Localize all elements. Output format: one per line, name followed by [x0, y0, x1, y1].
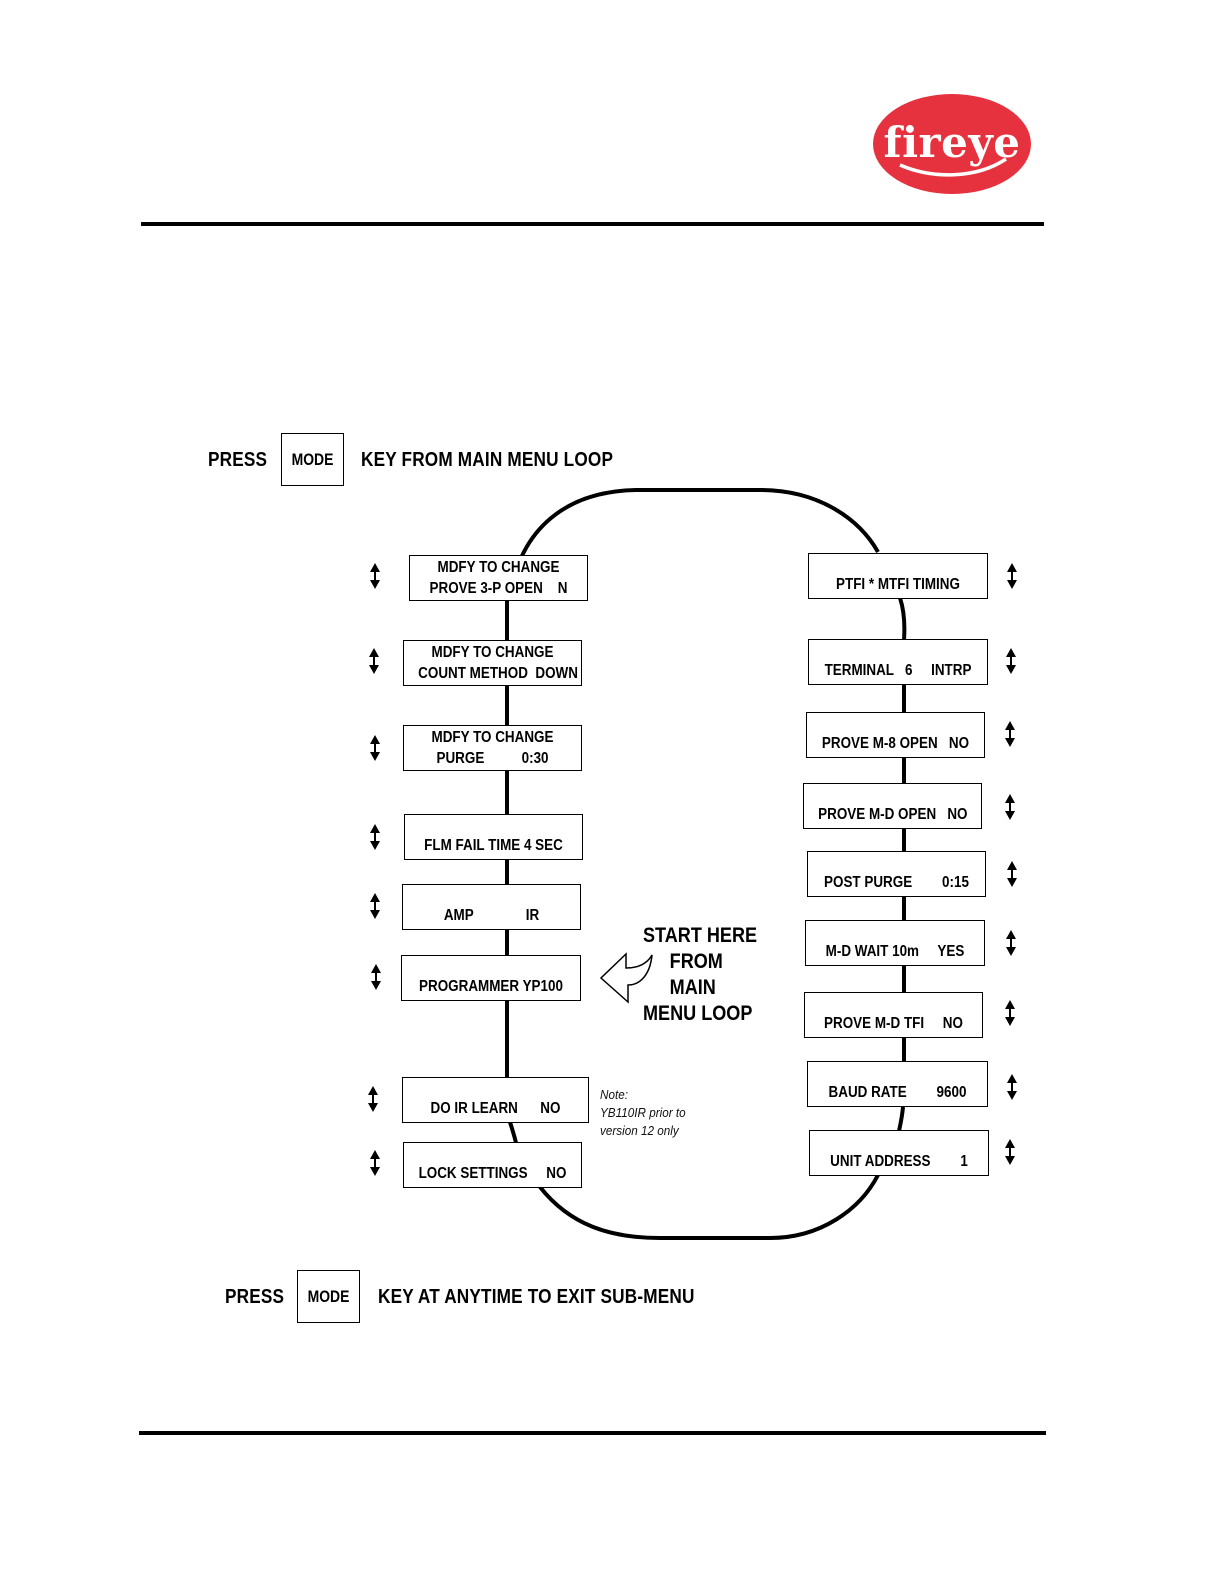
- mode-key-bottom[interactable]: MODE: [297, 1270, 360, 1323]
- start-line2: FROM: [669, 950, 723, 973]
- up-down-arrow-icon[interactable]: [366, 1085, 380, 1113]
- up-down-arrow-icon[interactable]: [368, 562, 382, 590]
- note-line2: YB110IR prior to: [600, 1105, 686, 1120]
- start-line1: START HERE: [643, 924, 758, 947]
- up-down-arrow-icon[interactable]: [368, 892, 382, 920]
- menu-item-text: DO IR LEARN NO: [430, 1100, 561, 1117]
- menu-item-md-wait[interactable]: M-D WAIT 10m YES: [805, 920, 985, 966]
- menu-item-text: AMP IR: [443, 907, 540, 924]
- menu-item-purge[interactable]: MDFY TO CHANGE PURGE 0:30: [403, 725, 582, 771]
- start-line3: MAIN: [669, 976, 716, 999]
- menu-item-line1: MDFY TO CHANGE: [431, 644, 554, 661]
- menu-item-flm-fail-time[interactable]: FLM FAIL TIME 4 SEC: [404, 814, 583, 860]
- footer-rule: [139, 1431, 1046, 1435]
- up-down-arrow-icon[interactable]: [1003, 1138, 1017, 1166]
- menu-item-text: PTFI * MTFI TIMING: [836, 576, 960, 593]
- footer-press-label: PRESS: [225, 1286, 285, 1308]
- menu-item-terminal-6[interactable]: TERMINAL 6 INTRP: [808, 639, 988, 685]
- menu-item-line2: COUNT METHOD DOWN: [418, 665, 578, 682]
- mode-key-label: MODE: [307, 1286, 350, 1306]
- menu-item-text: TERMINAL 6 INTRP: [824, 662, 972, 679]
- header-rule: [141, 222, 1044, 226]
- up-down-arrow-icon[interactable]: [1004, 647, 1018, 675]
- mode-key-label: MODE: [291, 449, 334, 469]
- up-down-arrow-icon[interactable]: [1003, 793, 1017, 821]
- menu-item-do-ir-learn[interactable]: DO IR LEARN NO: [402, 1077, 589, 1123]
- up-down-arrow-icon[interactable]: [1005, 562, 1019, 590]
- start-arrow-icon: [599, 952, 653, 1004]
- menu-item-text: PROVE M-D OPEN NO: [818, 806, 968, 823]
- menu-item-programmer[interactable]: PROGRAMMER YP100: [401, 955, 581, 1001]
- menu-item-lock-settings[interactable]: LOCK SETTINGS NO: [403, 1142, 582, 1188]
- menu-item-prove-md-tfi[interactable]: PROVE M-D TFI NO: [804, 992, 983, 1038]
- menu-item-count-method[interactable]: MDFY TO CHANGE COUNT METHOD DOWN: [403, 640, 582, 686]
- up-down-arrow-icon[interactable]: [367, 647, 381, 675]
- menu-item-line2: PURGE 0:30: [436, 750, 549, 767]
- menu-item-line2: PROVE 3-P OPEN N: [429, 580, 568, 597]
- menu-item-text: PROVE M-D TFI NO: [824, 1015, 963, 1032]
- menu-item-prove-md-open[interactable]: PROVE M-D OPEN NO: [803, 783, 982, 829]
- version-note: Note: YB110IR prior to version 12 only: [600, 1086, 686, 1140]
- menu-item-text: PROVE M-8 OPEN NO: [821, 735, 970, 752]
- menu-item-line1: MDFY TO CHANGE: [431, 729, 554, 746]
- menu-item-prove-3p-open[interactable]: MDFY TO CHANGE PROVE 3-P OPEN N: [409, 555, 588, 601]
- fireye-logo: fireye: [873, 94, 1031, 194]
- up-down-arrow-icon[interactable]: [1004, 929, 1018, 957]
- up-down-arrow-icon[interactable]: [368, 823, 382, 851]
- menu-item-ptfi-mtfi-timing[interactable]: PTFI * MTFI TIMING: [808, 553, 988, 599]
- menu-item-unit-address[interactable]: UNIT ADDRESS 1: [809, 1130, 989, 1176]
- mode-key-top[interactable]: MODE: [281, 433, 344, 486]
- menu-item-text: LOCK SETTINGS NO: [418, 1165, 567, 1182]
- up-down-arrow-icon[interactable]: [1005, 860, 1019, 888]
- note-line1: Note:: [600, 1087, 628, 1102]
- header-press-label: PRESS: [208, 449, 268, 471]
- menu-item-text: BAUD RATE 9600: [828, 1084, 967, 1101]
- start-here-label: START HERE FROM MAIN MENU LOOP: [643, 923, 757, 1027]
- menu-item-post-purge[interactable]: POST PURGE 0:15: [807, 851, 986, 897]
- start-line4: MENU LOOP: [643, 1002, 753, 1025]
- up-down-arrow-icon[interactable]: [1003, 720, 1017, 748]
- header-instruction: KEY FROM MAIN MENU LOOP: [361, 449, 614, 471]
- up-down-arrow-icon[interactable]: [369, 963, 383, 991]
- menu-item-text: PROGRAMMER YP100: [419, 978, 563, 995]
- menu-item-line1: MDFY TO CHANGE: [437, 559, 560, 576]
- up-down-arrow-icon[interactable]: [368, 1149, 382, 1177]
- up-down-arrow-icon[interactable]: [1005, 1073, 1019, 1101]
- up-down-arrow-icon[interactable]: [1003, 999, 1017, 1027]
- menu-item-amp[interactable]: AMP IR: [402, 884, 581, 930]
- up-down-arrow-icon[interactable]: [368, 734, 382, 762]
- menu-item-text: POST PURGE 0:15: [824, 874, 969, 891]
- logo-wordmark: fireye: [884, 118, 1021, 167]
- menu-item-text: M-D WAIT 10m YES: [825, 943, 965, 960]
- footer-instruction: KEY AT ANYTIME TO EXIT SUB-MENU: [378, 1286, 695, 1308]
- menu-item-prove-m8-open[interactable]: PROVE M-8 OPEN NO: [806, 712, 985, 758]
- note-line3: version 12 only: [600, 1123, 679, 1138]
- menu-item-text: FLM FAIL TIME 4 SEC: [424, 837, 563, 854]
- menu-item-baud-rate[interactable]: BAUD RATE 9600: [807, 1061, 988, 1107]
- menu-item-text: UNIT ADDRESS 1: [830, 1153, 968, 1170]
